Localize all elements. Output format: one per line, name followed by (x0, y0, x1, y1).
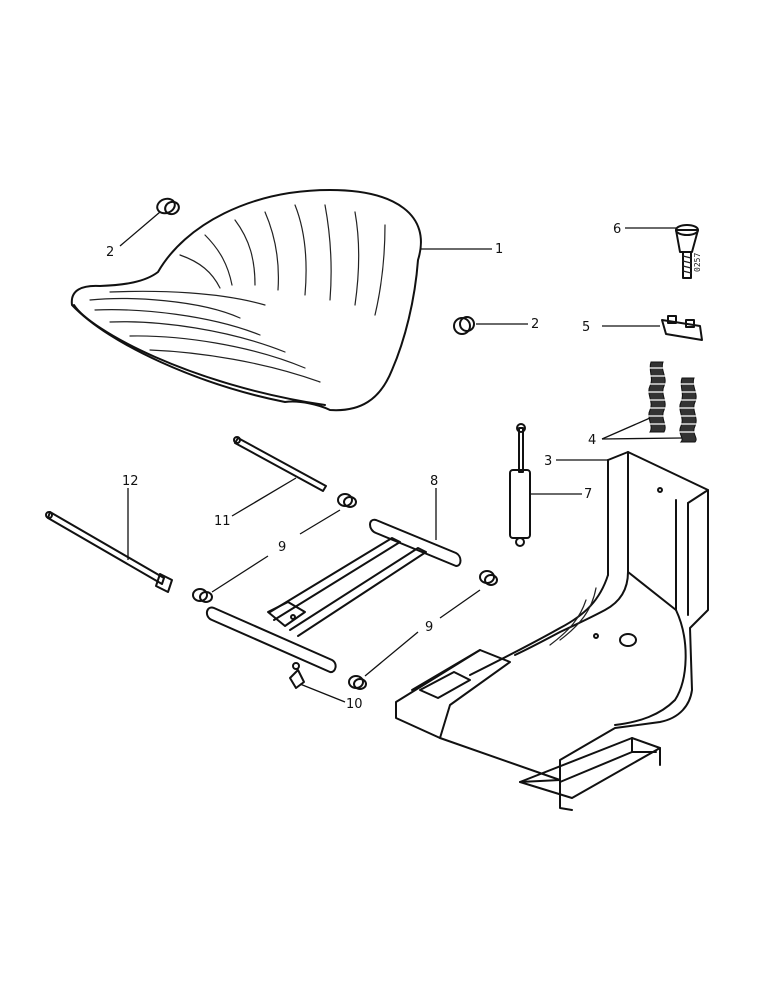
leader-9a-down (211, 555, 269, 593)
bump-stop-right (453, 316, 528, 335)
bush-upper-right (479, 570, 498, 586)
callout-1: 1 (495, 242, 503, 257)
mounting-bracket (602, 315, 703, 341)
long-shaft (45, 488, 173, 593)
callout-5: 5 (582, 320, 590, 335)
seat-pan (70, 189, 422, 412)
drawing-code: 0257 (693, 253, 702, 272)
leader-9b-up (439, 589, 481, 619)
callout-3: 3 (544, 454, 552, 469)
bush-upper-left (337, 493, 357, 508)
callout-9-left: 9 (278, 540, 286, 555)
base-frame (395, 451, 709, 811)
callout-7: 7 (584, 487, 592, 502)
swing-frame (206, 488, 462, 674)
suspension-springs (601, 361, 698, 443)
callout-10: 10 (346, 697, 363, 712)
bump-stop-upper (119, 197, 180, 247)
callout-9-right: 9 (425, 620, 433, 635)
callout-11: 11 (214, 514, 231, 529)
bush-lower-right (348, 675, 367, 690)
adjustment-knob: 0257 (625, 224, 702, 279)
callout-4: 4 (588, 433, 596, 448)
callout-2-right: 2 (531, 317, 539, 332)
bush-lower-left (192, 588, 213, 603)
callout-12: 12 (122, 474, 139, 489)
callout-6: 6 (613, 222, 621, 237)
callouts: 2 1 2 6 5 4 3 7 8 12 11 9 9 10 (106, 222, 621, 712)
grease-nipple (289, 662, 346, 703)
callout-2-upper: 2 (106, 245, 114, 260)
pivot-pin (231, 436, 327, 517)
leader-9b-down (364, 631, 419, 677)
gas-damper (509, 423, 582, 547)
callout-8: 8 (430, 474, 438, 489)
leader-9a-up (299, 509, 341, 535)
